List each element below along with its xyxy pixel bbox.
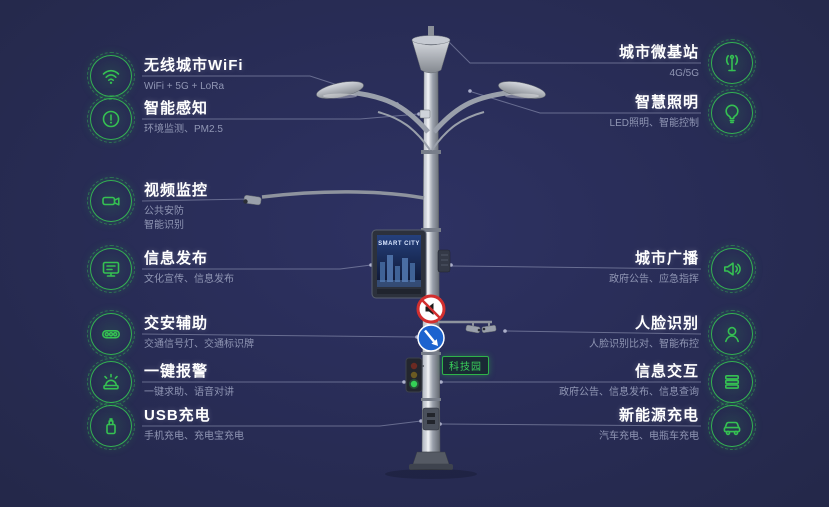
traffic-signal xyxy=(405,357,424,393)
icon-circle xyxy=(87,52,135,100)
icon-circle xyxy=(708,358,756,406)
feature-desc: 人脸识别比对、智能布控 xyxy=(589,339,699,350)
feature-desc: 汽车充电、电瓶车充电 xyxy=(599,431,699,442)
face-recognition-cameras xyxy=(438,320,497,334)
pole-base xyxy=(385,451,477,479)
sensor-icon xyxy=(102,110,120,128)
feature-title: 智慧照明 xyxy=(634,94,699,111)
feature-wifi: 无线城市WiFi WiFi + 5G + LoRa xyxy=(87,52,244,100)
traffic-icon xyxy=(101,330,120,339)
layers-icon xyxy=(725,375,739,389)
connector-lines xyxy=(141,38,702,427)
feature-sensing: 智能感知 环境监测、PM2.5 xyxy=(87,95,223,143)
feature-desc: 手机充电、充电宝充电 xyxy=(144,431,244,442)
camera-icon xyxy=(102,196,120,206)
feature-smart-lighting: 智慧照明 LED照明、智能控制 xyxy=(609,89,756,137)
feature-micro-basestation: 城市微基站 4G/5G xyxy=(618,39,756,87)
charging-unit xyxy=(422,407,440,431)
feature-title: 城市微基站 xyxy=(618,44,699,61)
feature-desc: 文化宣传、信息发布 xyxy=(144,274,234,285)
feature-title: 信息发布 xyxy=(144,250,209,267)
icon-circle xyxy=(708,89,756,137)
usb-icon xyxy=(106,418,116,435)
screen-icon xyxy=(102,261,120,277)
feature-desc: 政府公告、应急指挥 xyxy=(609,274,699,285)
icon-circle xyxy=(87,177,135,225)
icon-circle xyxy=(708,310,756,358)
environment-sensor xyxy=(419,109,431,119)
feature-info-publishing: 信息发布 文化宣传、信息发布 xyxy=(87,245,234,293)
icon-circle xyxy=(87,95,135,143)
feature-title: USB充电 xyxy=(144,407,211,424)
screen-title: SMART CITY xyxy=(378,241,420,247)
feature-ev-charging: 新能源充电 汽车充电、电瓶车充电 xyxy=(599,402,756,450)
lamp-arms xyxy=(316,81,546,151)
alarm-icon xyxy=(103,373,119,390)
car-icon xyxy=(723,421,741,436)
direction-sign xyxy=(417,324,445,352)
icon-circle xyxy=(708,245,756,293)
broadcast-speaker xyxy=(437,249,451,273)
feature-title: 一键报警 xyxy=(144,363,209,380)
feature-desc: 交通信号灯、交通标识牌 xyxy=(144,339,254,350)
speaker-icon xyxy=(724,262,741,276)
feature-title: 智能感知 xyxy=(144,100,209,117)
no-horn-sign xyxy=(416,294,446,324)
feature-desc: 智能识别 xyxy=(144,220,184,231)
feature-title: 城市广播 xyxy=(634,250,699,267)
feature-title: 新能源充电 xyxy=(618,407,699,424)
icon-circle xyxy=(87,310,135,358)
park-tag: 科技园 xyxy=(442,356,489,375)
feature-video-surveillance: 视频监控 公共安防 智能识别 xyxy=(87,177,209,232)
feature-face-recognition: 人脸识别 人脸识别比对、智能布控 xyxy=(589,310,756,358)
feature-title: 人脸识别 xyxy=(634,315,699,332)
wifi-icon xyxy=(102,69,120,84)
feature-emergency-call: 一键报警 一键求助、语音对讲 xyxy=(87,358,234,406)
feature-desc: LED照明、智能控制 xyxy=(609,118,699,129)
feature-desc: 政府公告、信息发布、信息查询 xyxy=(559,387,699,398)
feature-city-broadcast: 城市广播 政府公告、应急指挥 xyxy=(609,245,756,293)
display-screen xyxy=(371,229,427,299)
antenna-icon xyxy=(725,54,739,72)
bulb-icon xyxy=(725,104,739,124)
icon-circle xyxy=(87,245,135,293)
icon-circle xyxy=(708,402,756,450)
icon-circle xyxy=(708,39,756,87)
feature-title: 视频监控 xyxy=(144,182,209,199)
icon-circle xyxy=(87,358,135,406)
face-icon xyxy=(725,326,739,343)
feature-info-interaction: 信息交互 政府公告、信息发布、信息查询 xyxy=(559,358,756,406)
surveillance-camera xyxy=(243,190,425,206)
feature-desc: 环境监测、PM2.5 xyxy=(144,124,223,135)
feature-traffic-assist: 交安辅助 交通信号灯、交通标识牌 xyxy=(87,310,254,358)
feature-title: 无线城市WiFi xyxy=(144,57,244,74)
top-luminaire xyxy=(411,26,451,74)
feature-desc: 4G/5G xyxy=(669,68,699,79)
feature-title: 交安辅助 xyxy=(144,315,209,332)
feature-usb-charging: USB充电 手机充电、充电宝充电 xyxy=(87,402,244,450)
feature-desc: WiFi + 5G + LoRa xyxy=(144,81,225,92)
feature-title: 信息交互 xyxy=(634,363,699,380)
feature-desc: 公共安防 xyxy=(144,206,184,217)
feature-desc: 一键求助、语音对讲 xyxy=(144,387,234,398)
icon-circle xyxy=(87,402,135,450)
